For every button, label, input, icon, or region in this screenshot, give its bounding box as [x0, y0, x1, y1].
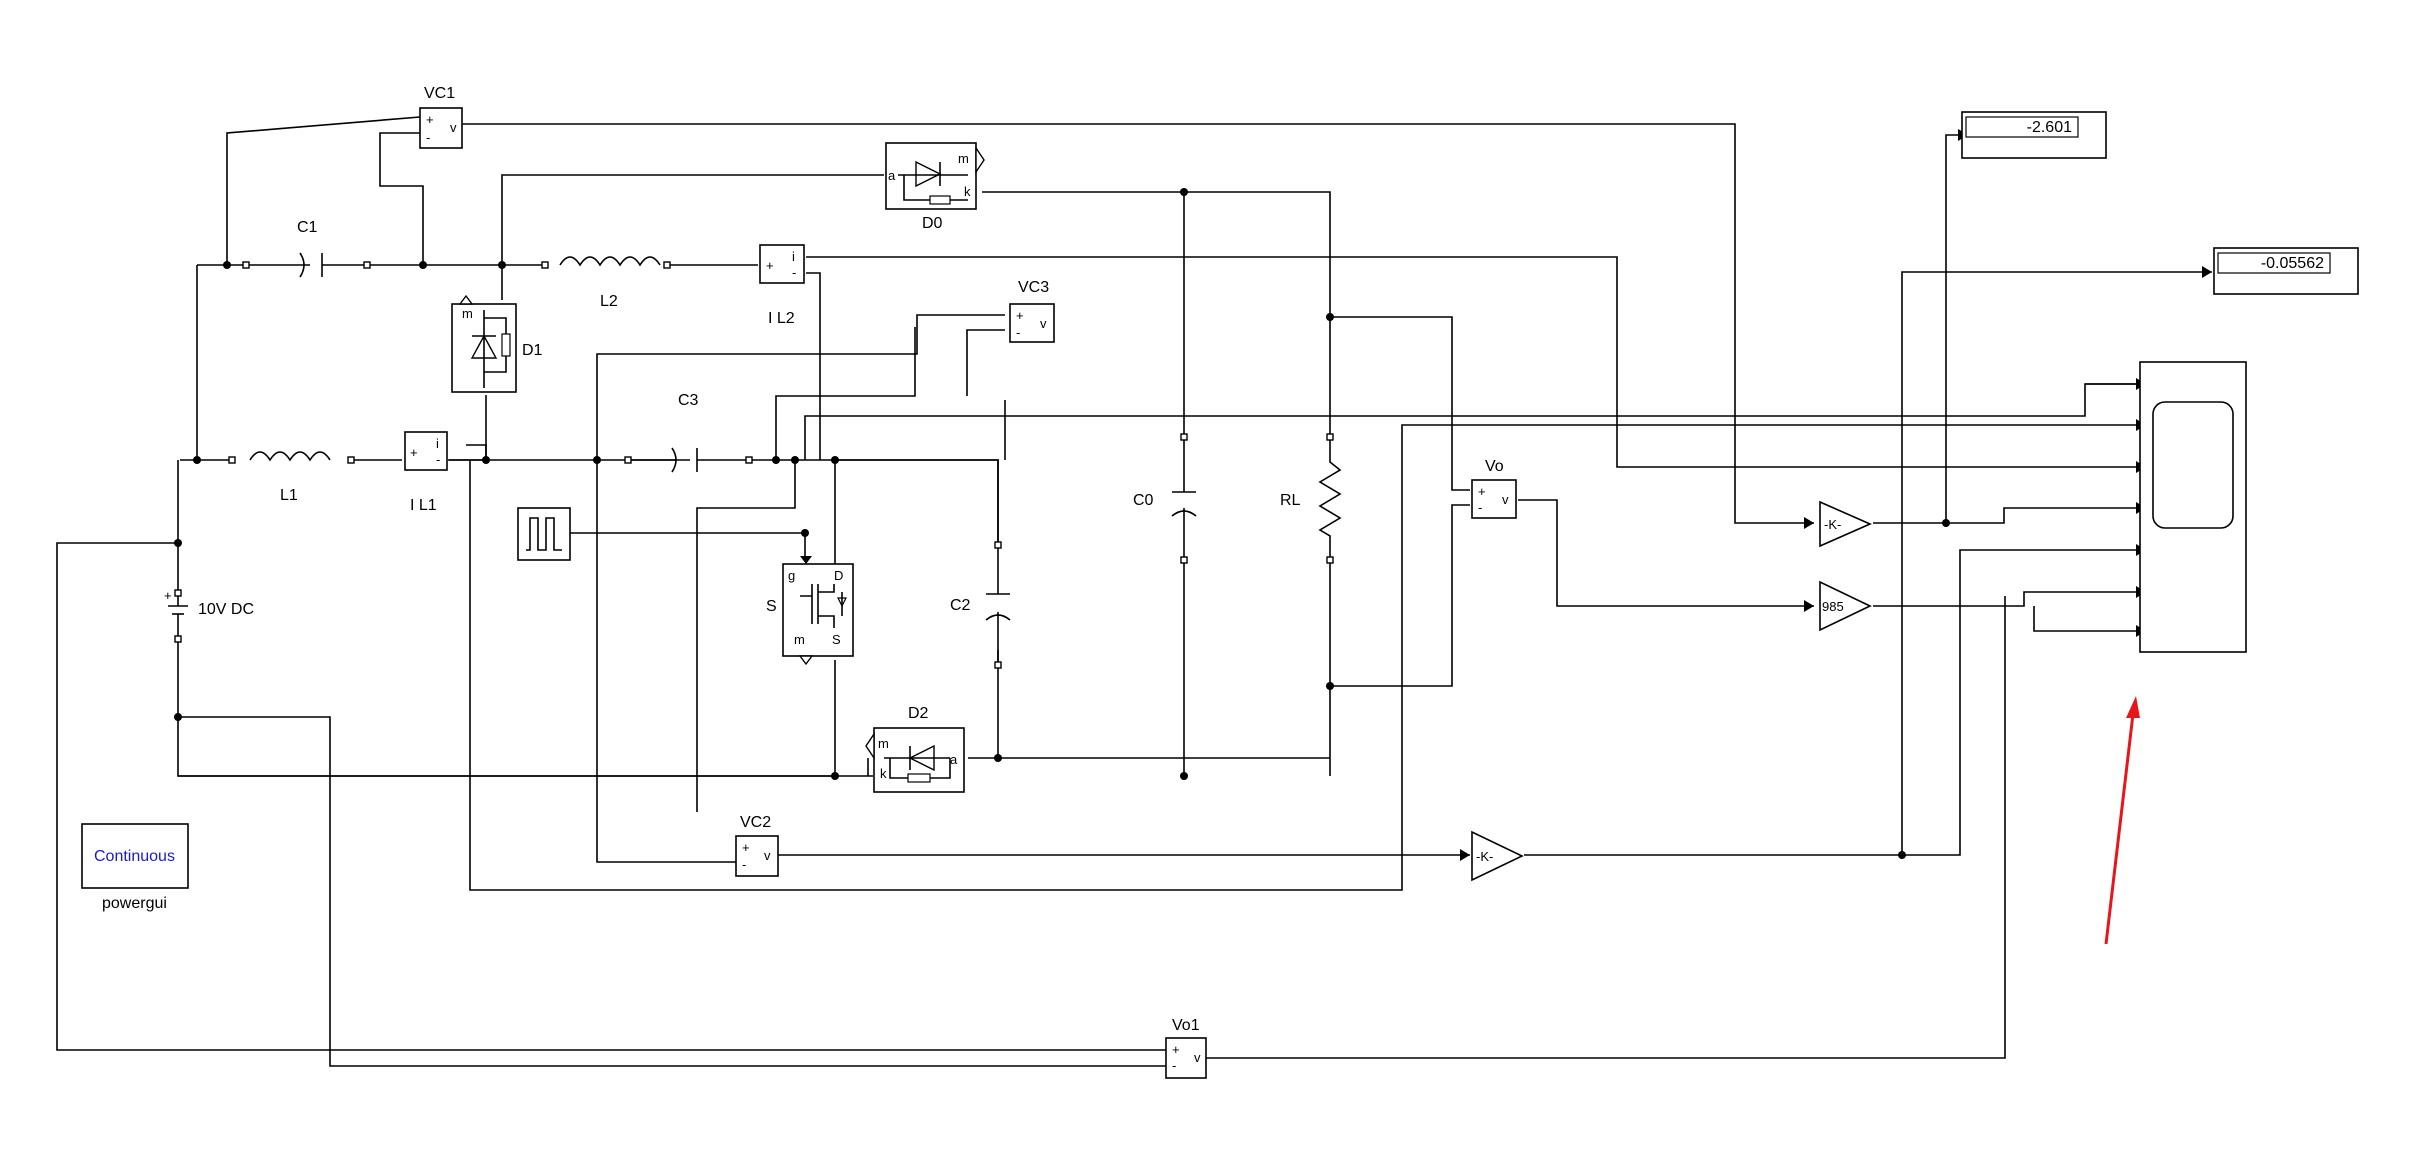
powergui-block[interactable]: Continuous powergui — [81, 823, 189, 912]
c2-label: C2 — [950, 597, 971, 614]
svg-text:k: k — [964, 184, 971, 199]
svg-text:-K-: -K- — [1476, 849, 1493, 864]
c3-label: C3 — [678, 392, 699, 409]
svg-text:k: k — [880, 766, 887, 781]
gain-block-985[interactable]: 985 — [1819, 580, 1872, 632]
svg-text:g: g — [788, 568, 795, 583]
svg-text:-K-: -K- — [1824, 517, 1841, 532]
svg-text:m: m — [878, 736, 889, 751]
annotation-arrow — [2104, 696, 2140, 945]
d1-diode[interactable]: m D1 — [451, 294, 543, 393]
svg-text:v: v — [450, 120, 457, 135]
svg-text:-: - — [426, 130, 430, 145]
svg-text:+: + — [1016, 308, 1024, 323]
svg-text:-: - — [742, 857, 746, 872]
il1-label: I L1 — [410, 497, 437, 514]
svg-text:a: a — [888, 168, 896, 183]
c2-capacitor[interactable]: C2 — [835, 459, 1011, 669]
vc2-sensor[interactable]: VC2 + - v — [735, 814, 779, 877]
svg-text:+: + — [1172, 1042, 1180, 1057]
rl-label: RL — [1280, 492, 1301, 509]
pulse-generator[interactable] — [517, 507, 571, 561]
vo-sensor[interactable]: Vo + - v — [1471, 458, 1517, 519]
c1-capacitor[interactable]: C1 — [240, 219, 371, 278]
svg-text:v: v — [764, 848, 771, 863]
display-1[interactable]: -2.601 — [1961, 111, 2107, 159]
l1-label: L1 — [280, 487, 298, 504]
scope-input-arrows — [1460, 129, 2212, 861]
d2-label: D2 — [908, 705, 929, 722]
d0-diode[interactable]: a m k D0 — [885, 142, 985, 232]
gain-block-2[interactable]: -K- — [1471, 830, 1524, 882]
svg-text:-: - — [792, 265, 796, 280]
svg-text:v: v — [1040, 316, 1047, 331]
dc-source[interactable]: + 10V DC — [164, 588, 254, 643]
l2-inductor[interactable]: L2 — [541, 256, 671, 310]
junction-dots — [174, 188, 1950, 859]
svg-text:m: m — [462, 306, 473, 321]
vc2-label: VC2 — [740, 814, 771, 831]
rl-resistor[interactable]: RL — [1280, 433, 1342, 564]
gain-block-1[interactable]: -K- — [1819, 500, 1872, 548]
dc-source-label: 10V DC — [198, 601, 254, 618]
c3-capacitor[interactable]: C3 — [624, 392, 753, 473]
vc3-sensor[interactable]: VC3 + - v — [1009, 279, 1055, 343]
display-1-value: -2.601 — [2027, 119, 2072, 136]
d0-label: D0 — [922, 215, 943, 232]
svg-text:+: + — [410, 445, 418, 460]
svg-text:-: - — [1478, 500, 1482, 515]
svg-text:m: m — [794, 632, 805, 647]
vo-label: Vo — [1485, 458, 1504, 475]
svg-text:v: v — [1194, 1050, 1201, 1065]
svg-text:a: a — [950, 752, 958, 767]
d2-diode[interactable]: D2 m a k — [865, 705, 965, 793]
svg-text:+: + — [766, 258, 774, 273]
svg-text:+: + — [742, 840, 750, 855]
svg-text:+: + — [1478, 484, 1486, 499]
c0-capacitor[interactable]: C0 — [1133, 433, 1197, 564]
wires — [56, 116, 2212, 1067]
l1-inductor[interactable]: L1 — [228, 451, 355, 504]
powergui-mode-text: Continuous — [94, 848, 175, 865]
svg-text:i: i — [792, 249, 795, 264]
svg-text:i: i — [436, 436, 439, 451]
svg-text:-: - — [436, 452, 440, 467]
display-2[interactable]: -0.05562 — [2213, 247, 2359, 295]
display-2-value: -0.05562 — [2261, 255, 2324, 272]
svg-text:+: + — [426, 112, 434, 127]
c0-label: C0 — [1133, 492, 1154, 509]
svg-text:-: - — [1172, 1058, 1176, 1073]
powergui-label: powergui — [102, 895, 167, 912]
mosfet-label: S — [766, 598, 777, 615]
vc3-label: VC3 — [1018, 279, 1049, 296]
vc1-sensor[interactable]: VC1 + - v — [419, 85, 463, 149]
il2-sensor[interactable]: + i - I L2 — [759, 244, 805, 327]
svg-text:S: S — [832, 632, 841, 647]
l2-label: L2 — [600, 293, 618, 310]
svg-text:D: D — [834, 568, 843, 583]
d1-label: D1 — [522, 342, 543, 359]
svg-text:v: v — [1502, 492, 1509, 507]
svg-text:m: m — [958, 151, 969, 166]
svg-text:-: - — [1016, 325, 1020, 340]
vc1-label: VC1 — [424, 85, 455, 102]
c1-label: C1 — [297, 219, 318, 236]
il1-sensor[interactable]: + i - I L1 — [404, 431, 448, 514]
svg-text:985: 985 — [1822, 599, 1844, 614]
scope-block[interactable] — [2139, 361, 2247, 653]
vo1-sensor[interactable]: Vo1 + - v — [1165, 1017, 1207, 1079]
vo1-label: Vo1 — [1172, 1017, 1200, 1034]
svg-text:+: + — [164, 588, 172, 603]
mosfet-s[interactable]: S g D m S — [766, 556, 854, 666]
il2-label: I L2 — [768, 310, 795, 327]
